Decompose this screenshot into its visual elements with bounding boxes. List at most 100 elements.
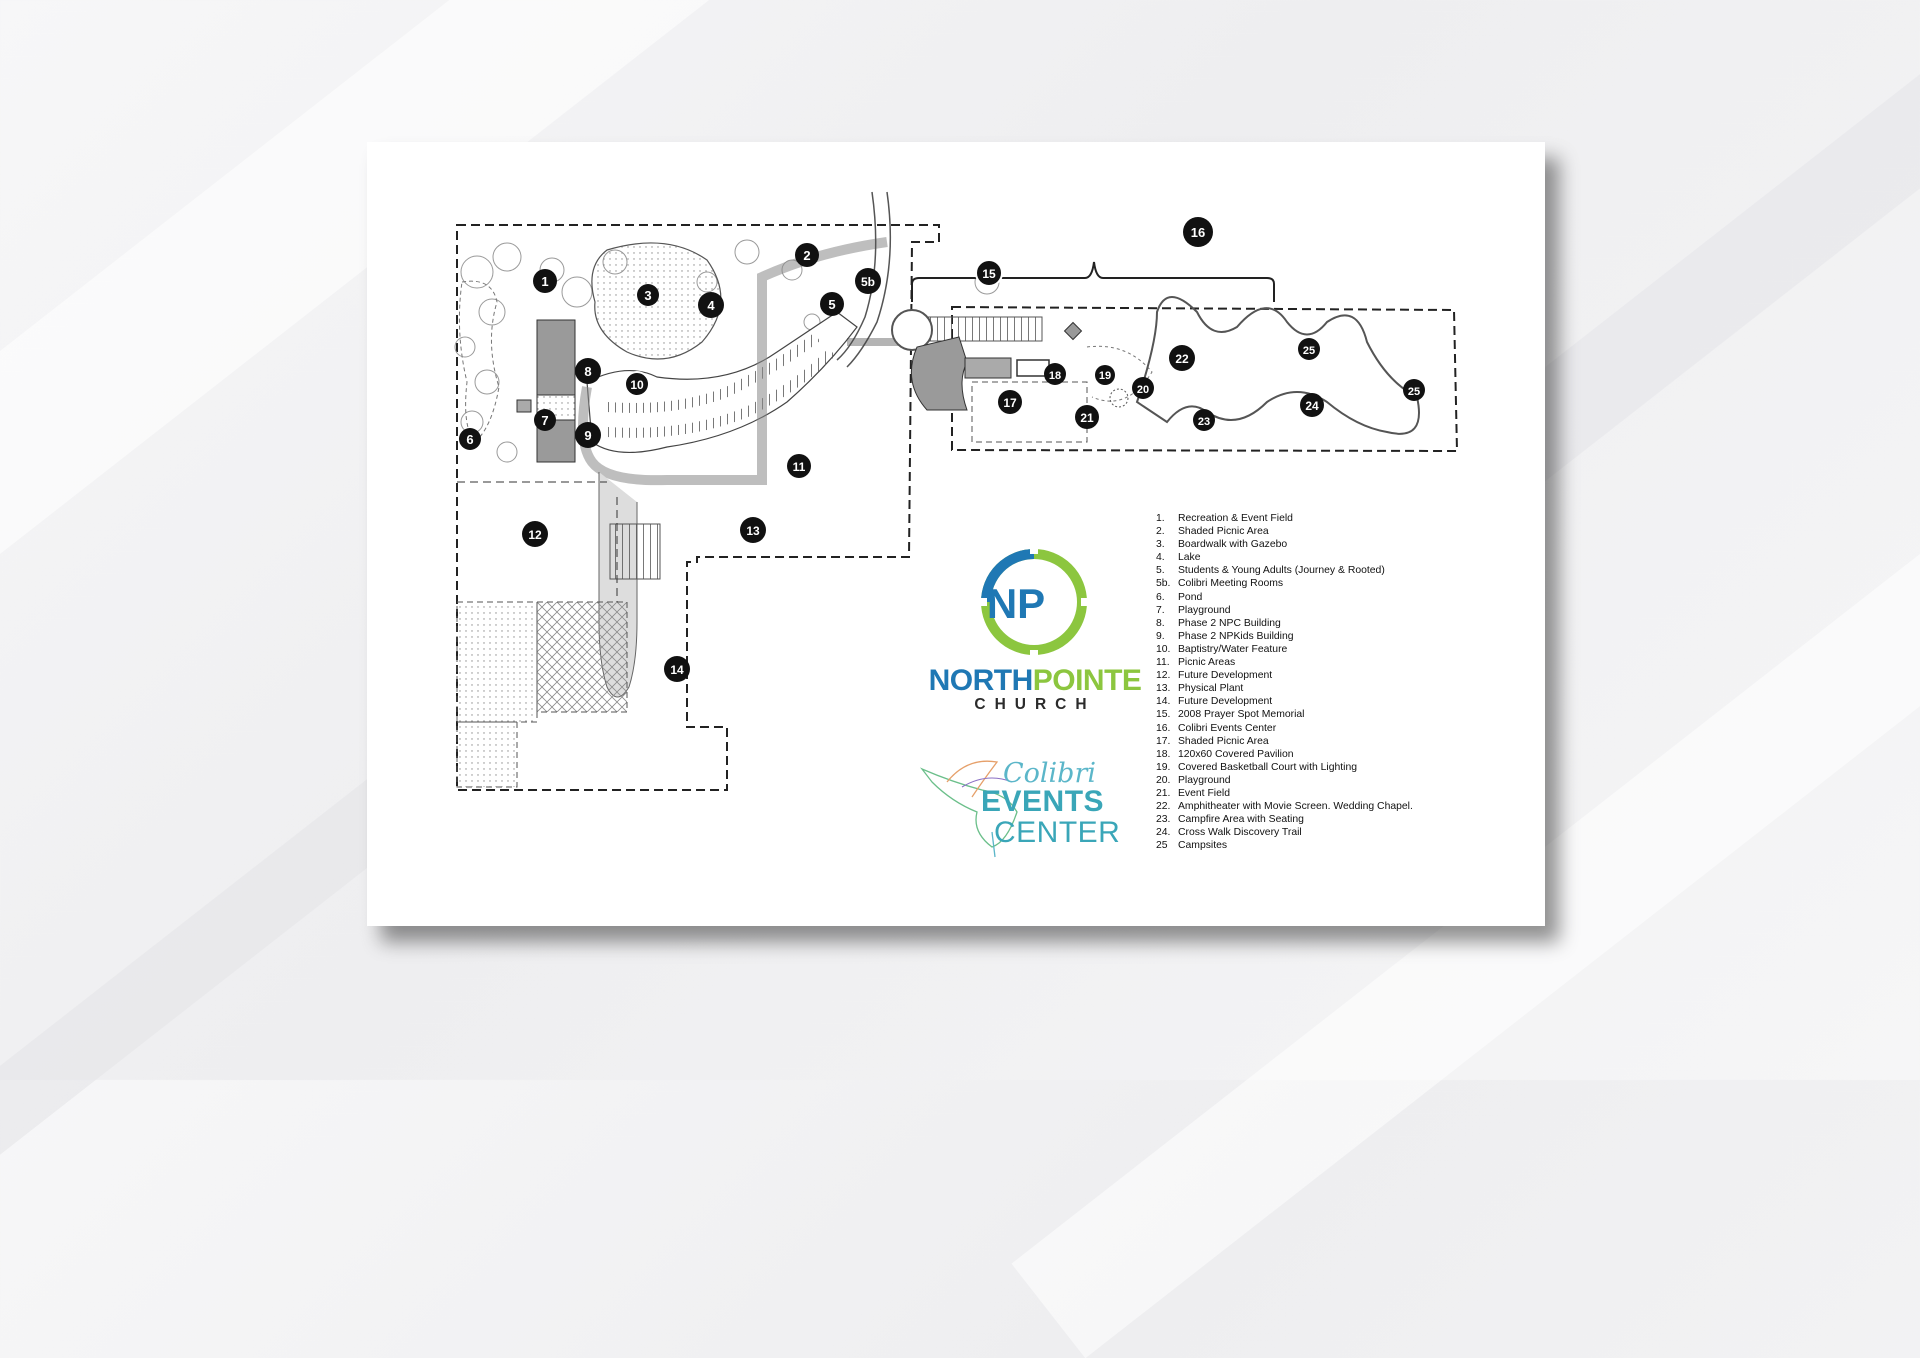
access-road	[836, 191, 877, 361]
future-development-area	[536, 601, 628, 713]
marker-13: 13	[740, 517, 766, 543]
legend-item: 16.Colibri Events Center	[1156, 722, 1277, 734]
marker-23: 23	[1193, 409, 1215, 431]
parking-stalls	[606, 332, 820, 413]
marker-24: 24	[1300, 393, 1324, 417]
building-8	[536, 319, 576, 396]
svg-text:16: 16	[1191, 225, 1205, 240]
future-development-area	[456, 601, 538, 723]
legend-item: 10.Baptistry/Water Feature	[1156, 643, 1288, 655]
marker-16: 16	[1183, 217, 1213, 247]
legend-item: 19.Covered Basketball Court with Lightin…	[1156, 761, 1358, 773]
legend-item: 23.Campfire Area with Seating	[1156, 814, 1304, 826]
map-legend: 1.Recreation & Event Field 2.Shaded Picn…	[1156, 512, 1516, 852]
svg-text:14: 14	[670, 663, 684, 677]
marker-20: 20	[1132, 377, 1154, 399]
marker-14: 14	[664, 656, 690, 682]
marker-25: 25	[1403, 379, 1425, 401]
marker-1: 1	[533, 269, 557, 293]
svg-text:6: 6	[466, 432, 473, 447]
marker-2: 2	[795, 243, 819, 267]
site-plan-sheet: 1 2 3 4 5 5b 6 7 8 9 10 11 12 13 14 15 1…	[367, 142, 1545, 926]
marker-6: 6	[459, 428, 481, 450]
svg-text:1: 1	[541, 274, 548, 289]
svg-text:19: 19	[1099, 370, 1111, 382]
svg-text:21: 21	[1080, 411, 1094, 425]
events-logo-line1: EVENTS	[981, 785, 1105, 818]
legend-item: 20.Playground	[1156, 774, 1231, 786]
future-development-area	[456, 721, 518, 788]
marker-3: 3	[637, 284, 659, 306]
northpointe-emblem-icon: NP	[967, 534, 1101, 670]
parking-stalls	[606, 348, 836, 438]
bracket-16	[911, 261, 1275, 302]
legend-item: 14.Future Development	[1156, 696, 1273, 708]
svg-text:8: 8	[584, 364, 591, 379]
legend-item: 21.Event Field	[1156, 787, 1230, 799]
legend-item: 5b.Colibri Meeting Rooms	[1156, 578, 1284, 590]
marker-5: 5	[820, 292, 844, 316]
svg-text:7: 7	[541, 413, 548, 428]
legend-item: 13.Physical Plant	[1156, 683, 1244, 695]
legend-item: 3.Boardwalk with Gazebo	[1156, 539, 1288, 551]
access-road	[846, 191, 892, 368]
svg-text:3: 3	[644, 288, 651, 303]
svg-text:12: 12	[528, 528, 542, 542]
marker-18: 18	[1044, 363, 1066, 385]
svg-text:10: 10	[630, 378, 644, 392]
legend-item: 12.Future Development	[1156, 670, 1273, 682]
amphitheater-22	[1086, 345, 1153, 402]
marker-15: 15	[975, 259, 1003, 287]
svg-text:13: 13	[746, 524, 760, 538]
marker-5b: 5b	[855, 268, 881, 294]
marker-11: 11	[787, 454, 811, 478]
legend-item: 7.Playground	[1156, 604, 1231, 616]
pond	[458, 280, 500, 443]
svg-text:17: 17	[1003, 396, 1017, 410]
svg-text:9: 9	[584, 428, 591, 443]
svg-text:18: 18	[1049, 370, 1061, 382]
legend-item: 22.Amphitheater with Movie Screen. Weddi…	[1156, 801, 1413, 813]
svg-text:15: 15	[982, 267, 996, 281]
legend-item: 24.Cross Walk Discovery Trail	[1156, 827, 1302, 839]
marker-25: 25	[1298, 338, 1320, 360]
picnic-area-17	[910, 336, 968, 411]
svg-text:25: 25	[1408, 386, 1420, 398]
parking-stalls	[921, 316, 1043, 342]
marker-8: 8	[575, 358, 601, 384]
events-logo-line2: CENTER	[994, 816, 1121, 849]
svg-text:25: 25	[1303, 345, 1315, 357]
legend-item: 18.120x60 Covered Pavilion	[1156, 748, 1294, 760]
legend-item: 1.Recreation & Event Field	[1156, 513, 1293, 524]
parking-stalls	[609, 523, 661, 580]
discovery-trail	[1135, 296, 1420, 435]
svg-text:24: 24	[1305, 399, 1319, 413]
legend-item: 17.Shaded Picnic Area	[1156, 735, 1269, 747]
svg-text:23: 23	[1198, 416, 1210, 428]
campfire-23	[1109, 388, 1129, 408]
marker-7: 7	[534, 409, 556, 431]
church-name: NORTHPOINTE	[928, 664, 1142, 697]
roundabout	[891, 309, 933, 351]
svg-text:22: 22	[1175, 352, 1189, 366]
event-field-21	[971, 381, 1088, 443]
marker-17: 17	[998, 390, 1022, 414]
legend-item: 11.Picnic Areas	[1156, 657, 1236, 669]
svg-text:4: 4	[707, 298, 715, 313]
parking-lot	[586, 311, 858, 454]
map-markers: 1 2 3 4 5 5b 6 7 8 9 10 11 12 13 14 15 1…	[459, 217, 1425, 682]
legend-item: 15.2008 Prayer Spot Memorial	[1156, 709, 1305, 721]
legend-item: 4.Lake	[1156, 552, 1201, 564]
site-plan-map: 1 2 3 4 5 5b 6 7 8 9 10 11 12 13 14 15 1…	[454, 191, 1459, 858]
legend-item: 5.Students & Young Adults (Journey & Roo…	[1156, 565, 1385, 577]
property-boundary-west	[456, 224, 940, 791]
hummingbird-icon	[919, 760, 1018, 858]
legend-item: 6.Pond	[1156, 591, 1203, 603]
legend-item: 8.Phase 2 NPC Building	[1156, 617, 1281, 629]
svg-text:11: 11	[793, 460, 806, 474]
pavilion-18	[964, 357, 1012, 379]
svg-text:5b: 5b	[861, 275, 875, 289]
marker-21: 21	[1075, 405, 1099, 429]
playground-7	[516, 399, 532, 413]
